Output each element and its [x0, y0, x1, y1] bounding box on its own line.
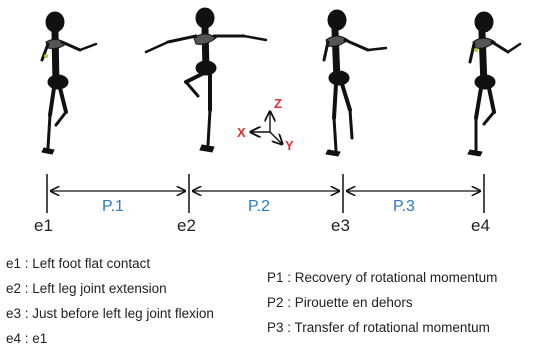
y-axis-label: Y	[285, 138, 294, 153]
phase-label-p2: P.2	[248, 198, 270, 216]
legend-event-e3: e3 : Just before left leg joint flexion	[6, 306, 214, 321]
legend-phase-p1: P1 : Recovery of rotational momentum	[267, 270, 497, 285]
skeleton-figure-3	[324, 10, 386, 156]
y-axis-arrow	[270, 132, 282, 144]
event-label-e4: e4	[471, 216, 490, 236]
event-label-e1: e1	[34, 216, 53, 236]
event-label-e2: e2	[177, 216, 196, 236]
skeleton-figure-1	[42, 12, 96, 154]
axis-triad: Z X Y	[237, 96, 294, 153]
skeleton-figure-2	[146, 8, 266, 152]
x-axis-label: X	[237, 125, 246, 140]
phase-label-p3: P.3	[393, 198, 415, 216]
legend-phase-p2: P2 : Pirouette en dehors	[267, 295, 413, 310]
phase-label-p1: P.1	[102, 198, 124, 216]
skeleton-figure-4	[468, 12, 520, 156]
legend-event-e2: e2 : Left leg joint extension	[6, 281, 167, 296]
legend-event-e1: e1 : Left foot flat contact	[6, 256, 150, 271]
z-axis-label: Z	[274, 96, 282, 111]
event-label-e3: e3	[331, 216, 350, 236]
legend-phase-p3: P3 : Transfer of rotational momentum	[267, 320, 490, 335]
legend-event-e4: e4 : e1	[6, 331, 47, 346]
